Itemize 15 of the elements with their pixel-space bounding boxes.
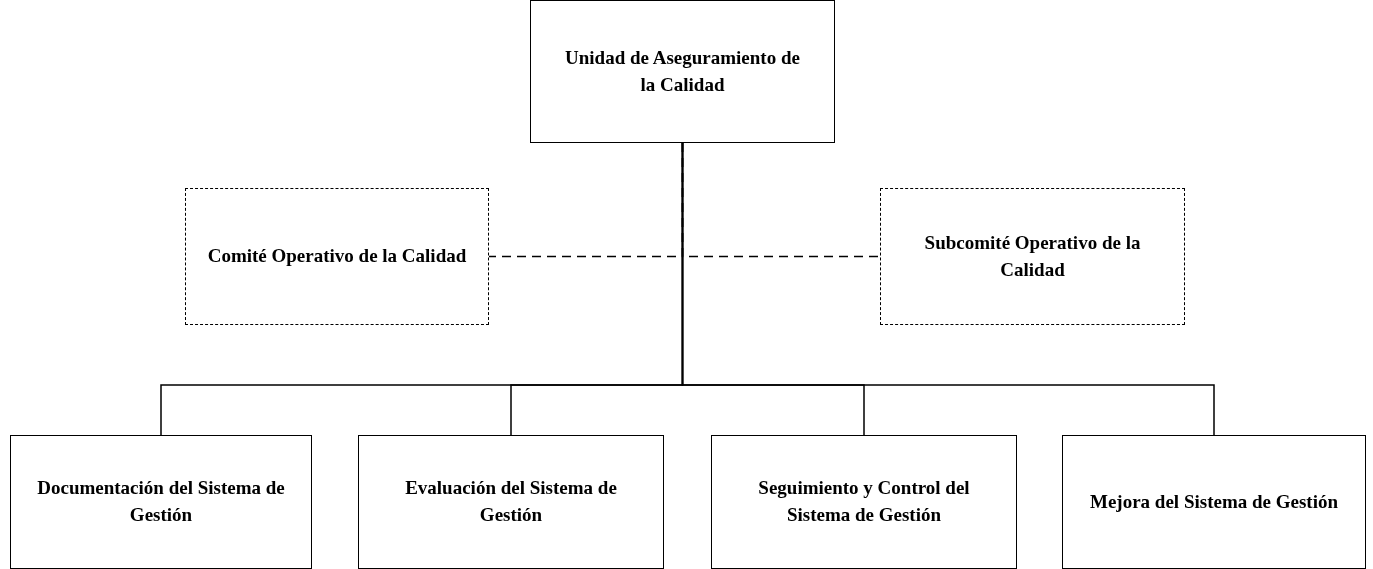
org-box — [10, 435, 312, 569]
box-label: Subcomité Operativo de la Calidad — [923, 230, 1142, 282]
box-label: Seguimiento y Control del Sistema de Gestión — [757, 476, 971, 527]
box-label: Evaluación del Sistema de Gestión — [404, 476, 618, 527]
box-label: Documentación del Sistema de Gestión — [36, 476, 286, 527]
org-box — [530, 0, 835, 143]
box-label: Unidad de Aseguramiento de la Calidad — [564, 45, 801, 97]
connector-line — [681, 142, 1215, 436]
box-label: Comité Operativo de la Calidad — [207, 244, 467, 269]
dashed-box — [185, 188, 489, 325]
org-box — [358, 435, 664, 569]
org-box — [711, 435, 1017, 569]
dashed-box — [880, 188, 1185, 325]
box-label: Mejora del Sistema de Gestión — [1090, 489, 1338, 514]
org-box — [1062, 435, 1366, 569]
